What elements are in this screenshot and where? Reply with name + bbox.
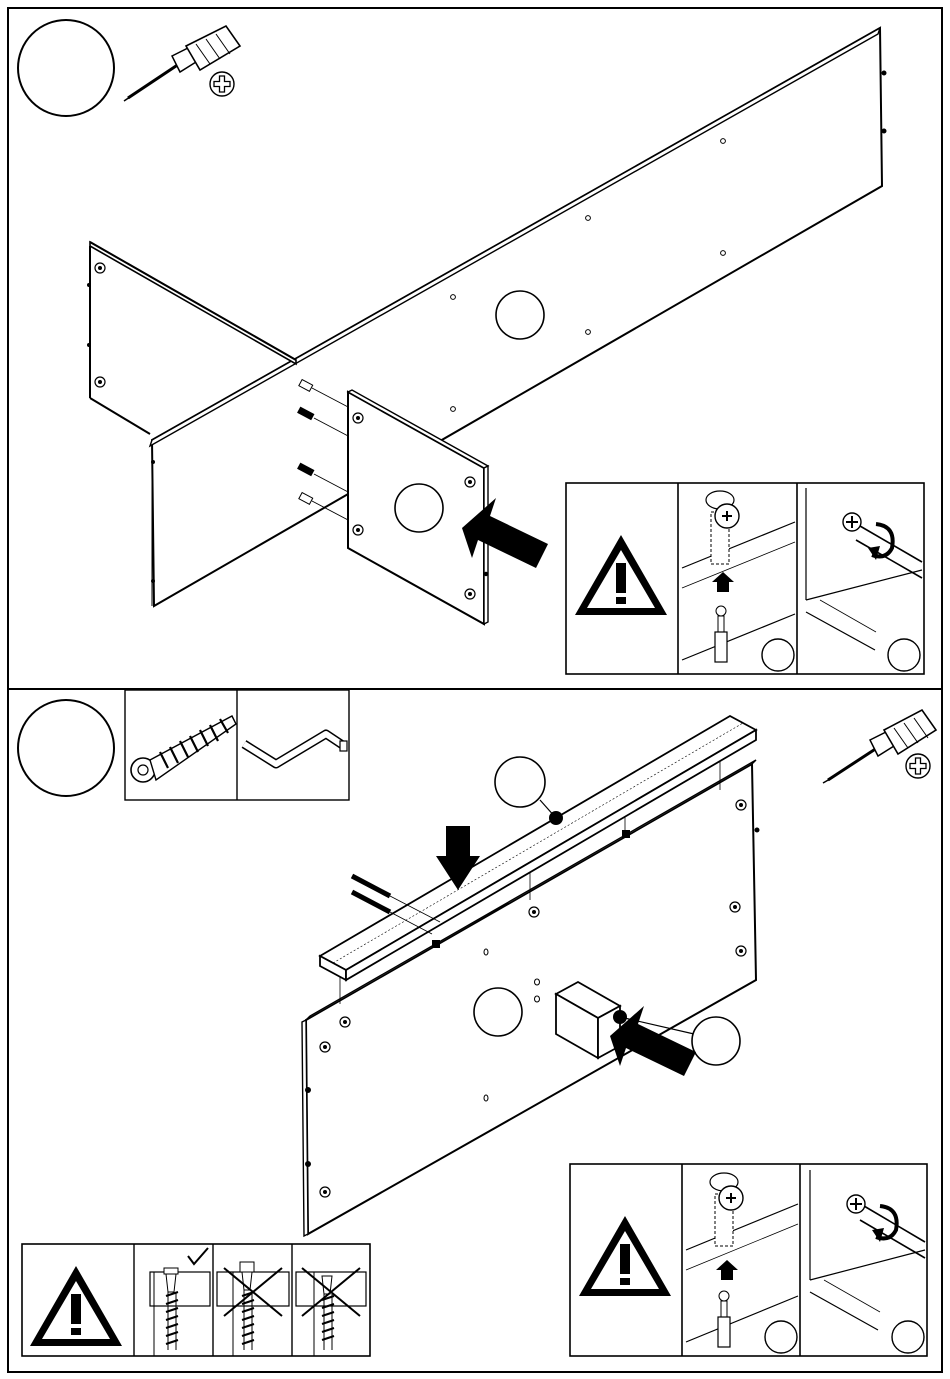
- detail-label-circle: [892, 1321, 924, 1353]
- detail-label-circle: [888, 639, 920, 671]
- fittings-box: [125, 690, 349, 800]
- screw-depth-panel: [22, 1244, 370, 1356]
- part-label-circle: [692, 1017, 740, 1065]
- detail-label-circle: [765, 1321, 797, 1353]
- warning-panel: [566, 483, 924, 674]
- warning-panel: [570, 1164, 927, 1356]
- step-b: [18, 690, 936, 1356]
- phillips-screwdriver-icon: [823, 710, 936, 783]
- part-label-circle: [496, 291, 544, 339]
- phillips-screwdriver-icon: [124, 26, 240, 101]
- part-label-circle: [395, 484, 443, 532]
- step-a: [18, 20, 924, 674]
- detail-label-circle: [762, 639, 794, 671]
- step-number-circle: [18, 20, 114, 116]
- step-number-circle: [18, 700, 114, 796]
- part-label-circle: [495, 757, 545, 807]
- part-label-circle: [474, 988, 522, 1036]
